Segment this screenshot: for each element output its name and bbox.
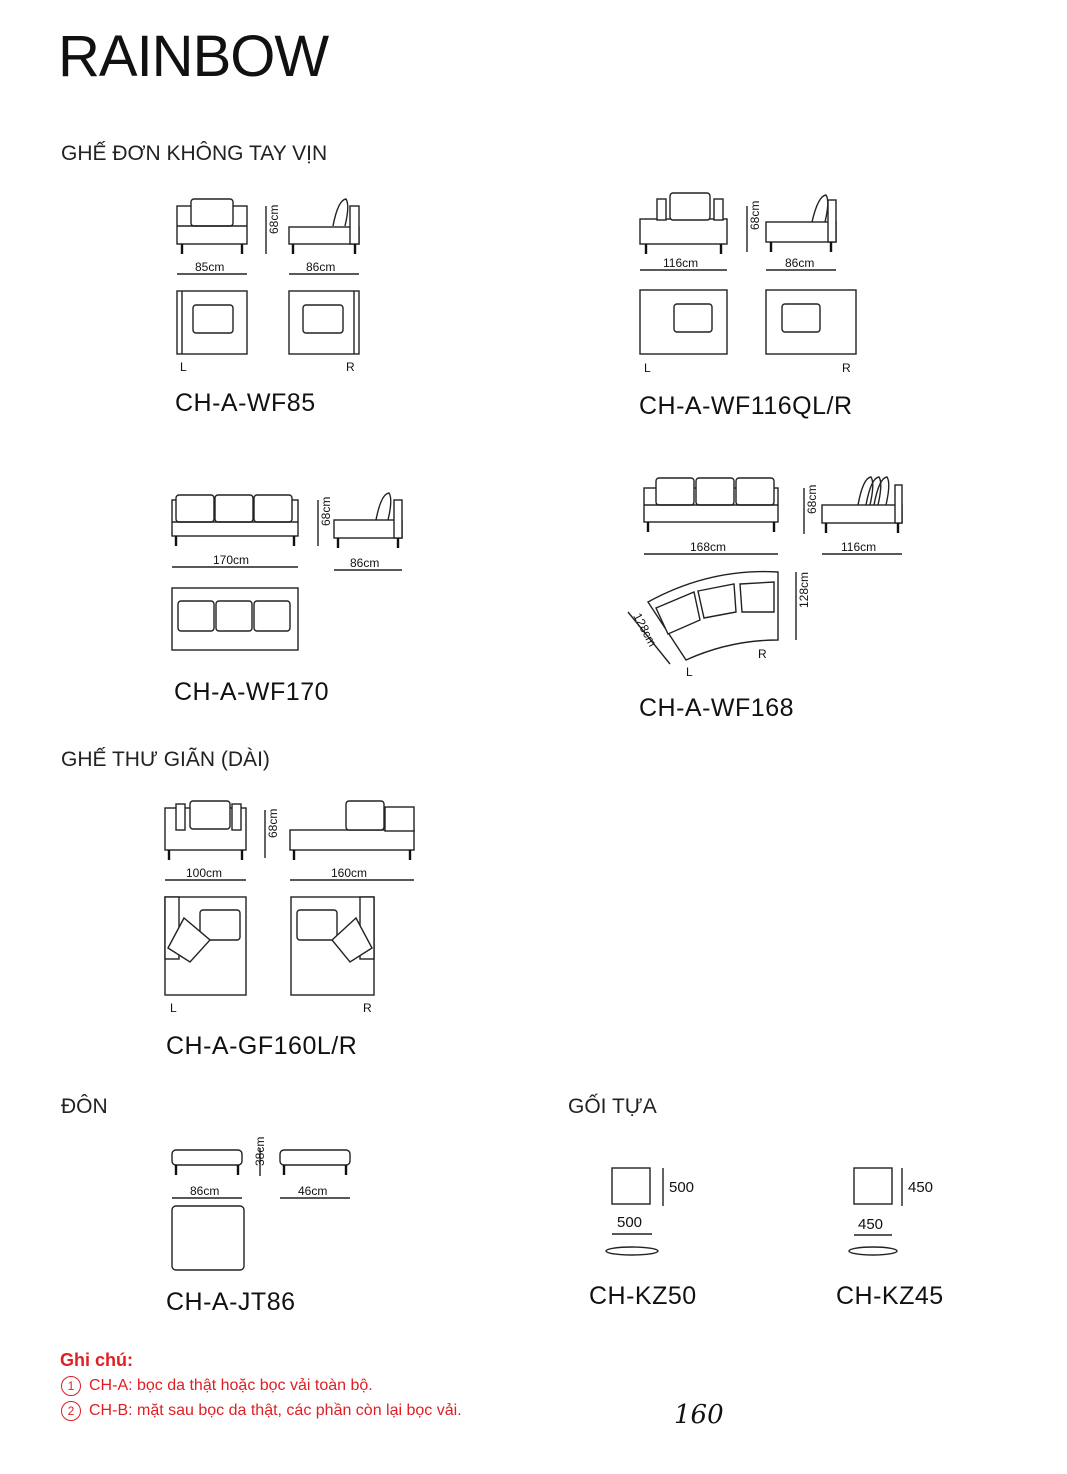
jt86-front-view xyxy=(171,1149,243,1175)
jt86-depth: 46cm xyxy=(298,1184,327,1198)
gf160-length: 160cm xyxy=(331,866,367,880)
kz50-height: 500 xyxy=(669,1179,694,1196)
gf160-top-left xyxy=(164,896,247,996)
note-1: 1 CH-A: bọc da thật hoặc bọc vải toàn bộ. xyxy=(61,1376,373,1396)
kz50-top xyxy=(605,1246,659,1256)
wf85-label-right: R xyxy=(346,360,355,374)
model-wf85: CH-A-WF85 xyxy=(175,389,316,417)
kz50-front xyxy=(611,1167,651,1205)
wf170-top-view xyxy=(171,587,299,651)
kz45-front xyxy=(853,1167,893,1205)
wf116-label-left: L xyxy=(644,361,651,375)
jt86-top-view xyxy=(171,1205,245,1271)
wf168-height: 68cm xyxy=(805,485,819,514)
note-2: 2 CH-B: mặt sau bọc da thật, các phần còn… xyxy=(61,1401,462,1421)
wf170-side-view xyxy=(333,492,403,548)
jt86-width: 86cm xyxy=(190,1184,219,1198)
gf160-top-right xyxy=(290,896,375,996)
model-gf160: CH-A-GF160L/R xyxy=(166,1032,358,1060)
wf168-label-left: L xyxy=(686,665,693,679)
wf85-top-left xyxy=(176,290,248,355)
wf116-label-right: R xyxy=(842,361,851,375)
wf116-top-left xyxy=(639,289,728,355)
jt86-side-view xyxy=(279,1149,351,1175)
jt86-height: 38cm xyxy=(253,1137,267,1166)
wf85-front-view xyxy=(176,198,248,254)
section-cushion: GỐI TỰA xyxy=(568,1095,657,1118)
kz45-width: 450 xyxy=(858,1216,883,1233)
wf168-arc-right: 128cm xyxy=(797,572,811,608)
gf160-label-left: L xyxy=(170,1001,177,1015)
model-wf168: CH-A-WF168 xyxy=(639,694,795,722)
notes-title: Ghi chú: xyxy=(60,1350,133,1370)
wf168-depth: 116cm xyxy=(841,540,876,554)
wf170-depth: 86cm xyxy=(350,556,379,570)
wf85-height: 68cm xyxy=(267,205,281,234)
wf116-top-right xyxy=(765,289,857,355)
wf168-side-view xyxy=(821,476,903,533)
wf170-height: 68cm xyxy=(319,497,333,526)
wf170-width: 170cm xyxy=(213,553,249,567)
note-2-text: CH-B: mặt sau bọc da thật, các phần còn … xyxy=(89,1402,462,1420)
wf168-label-right: R xyxy=(758,647,767,661)
wf116-depth: 86cm xyxy=(785,256,814,270)
kz45-height: 450 xyxy=(908,1179,933,1196)
wf116-front-view xyxy=(639,192,728,254)
wf168-top-view xyxy=(646,570,779,661)
wf116-height: 68cm xyxy=(748,201,762,230)
kz50-width: 500 xyxy=(617,1214,642,1231)
model-kz50: CH-KZ50 xyxy=(589,1282,697,1310)
wf85-label-left: L xyxy=(180,360,187,374)
gf160-front-view xyxy=(164,800,247,860)
wf168-front-view xyxy=(643,477,779,532)
gf160-label-right: R xyxy=(363,1001,372,1015)
note-1-text: CH-A: bọc da thật hoặc bọc vải toàn bộ. xyxy=(89,1377,373,1395)
wf116-width: 116cm xyxy=(663,256,698,270)
page-number: 160 xyxy=(674,1400,724,1430)
section-ottoman: ĐÔN xyxy=(61,1095,108,1118)
wf85-side-view xyxy=(288,198,360,254)
model-jt86: CH-A-JT86 xyxy=(166,1288,296,1316)
note-2-number: 2 xyxy=(61,1401,81,1421)
model-wf116: CH-A-WF116QL/R xyxy=(639,392,853,420)
wf168-width: 168cm xyxy=(690,540,726,554)
section-armless-single: GHẾ ĐƠN KHÔNG TAY VỊN xyxy=(61,142,328,165)
gf160-side-view xyxy=(289,800,415,860)
section-lounge: GHẾ THƯ GIÃN (DÀI) xyxy=(61,748,270,771)
brand-title: RAINBOW xyxy=(58,24,329,89)
wf85-top-right xyxy=(288,290,360,355)
wf85-depth: 86cm xyxy=(306,260,335,274)
gf160-height: 68cm xyxy=(266,809,280,838)
wf85-width: 85cm xyxy=(195,260,224,274)
model-wf170: CH-A-WF170 xyxy=(174,678,330,706)
gf160-width: 100cm xyxy=(186,866,222,880)
wf116-side-view xyxy=(765,194,837,252)
wf170-front-view xyxy=(171,494,299,546)
model-kz45: CH-KZ45 xyxy=(836,1282,944,1310)
kz45-top xyxy=(848,1246,898,1256)
note-1-number: 1 xyxy=(61,1376,81,1396)
